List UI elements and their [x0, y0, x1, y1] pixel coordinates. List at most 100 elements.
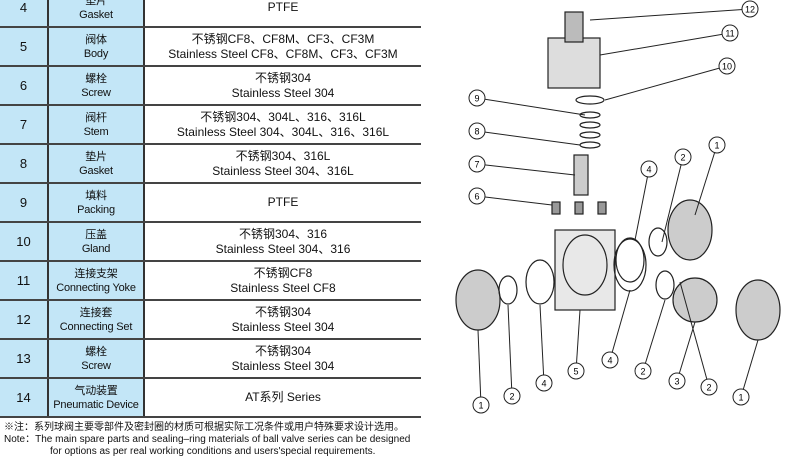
callout-1: 1: [694, 136, 726, 216]
ball-shape: [672, 277, 718, 323]
part-number: 14: [0, 378, 49, 418]
part-name-en: Connecting Set: [59, 320, 133, 333]
part-name-en: Gasket: [79, 164, 113, 177]
end-cap-left: [455, 269, 501, 331]
material-line1: 不锈钢304: [254, 304, 312, 319]
callout-label: 3: [674, 377, 679, 387]
part-name-zh: 气动装置: [74, 384, 118, 397]
callout-2: 2: [634, 299, 666, 380]
part-name-zh: 垫片: [85, 150, 107, 163]
part-number: 4: [0, 0, 49, 28]
part-number: 11: [0, 261, 49, 301]
callout-label: 7: [474, 160, 479, 170]
part-name-zh: 螺栓: [85, 72, 107, 85]
gland-shape: [575, 95, 605, 105]
coupling-shape: [564, 11, 584, 43]
callout-label: 4: [607, 356, 612, 366]
callout-label: 5: [573, 367, 578, 377]
end-cap-right: [735, 279, 781, 341]
part-number: 10: [0, 222, 49, 262]
part-number: 9: [0, 183, 49, 223]
part-name-en: Screw: [81, 359, 111, 372]
callout-label: 8: [474, 127, 479, 137]
callout-5: 5: [567, 309, 585, 380]
callout-9: 9: [468, 89, 586, 116]
part-name-zh: 压盖: [85, 228, 107, 241]
part-name-zh: 垫片: [85, 0, 107, 7]
callout-label: 11: [725, 29, 734, 39]
part-number: 12: [0, 300, 49, 340]
callout-2: 2: [661, 148, 692, 243]
body-shape: [554, 229, 616, 311]
part-name-en: Stem: [83, 125, 109, 138]
part-name-zh: 阀杆: [85, 111, 107, 124]
callout-2: 2: [503, 304, 521, 405]
part-name-zh: 填料: [85, 189, 107, 202]
callout-label: 1: [714, 141, 719, 151]
callout-label: 2: [640, 367, 645, 377]
callout-label: 1: [738, 393, 743, 403]
note-en-line2: for options as per real working conditio…: [50, 446, 376, 457]
material-line1: PTFE: [267, 0, 299, 14]
material-line1: PTFE: [267, 195, 299, 209]
part-number: 13: [0, 339, 49, 379]
callout-label: 2: [680, 153, 685, 163]
material: AT系列 Series: [144, 378, 421, 418]
callout-label: 4: [541, 379, 546, 389]
part-name-zh: 连接支架: [74, 267, 118, 280]
material-line1: 不锈钢304: [254, 70, 312, 85]
callout-label: 2: [509, 392, 514, 402]
callout-11: 11: [599, 24, 739, 56]
stem-shape: [573, 154, 589, 196]
part-name-en: Packing: [77, 203, 115, 216]
callout-label: 4: [646, 165, 651, 175]
material-line2: Stainless Steel 304、316L: [212, 163, 354, 178]
callout-label: 1: [478, 401, 483, 411]
material-line1: 不锈钢304、304L、316、316L: [200, 109, 366, 124]
material: PTFE: [144, 183, 421, 223]
part-number: 7: [0, 105, 49, 145]
callout-4: 4: [601, 289, 631, 369]
callout-8: 8: [468, 122, 581, 146]
part-name-en: Gland: [81, 242, 111, 255]
part-number: 5: [0, 27, 49, 67]
material-line2: Stainless Steel 304: [231, 358, 335, 373]
callout-3: 3: [668, 321, 696, 390]
part-name-en: Pneumatic Device: [53, 398, 139, 411]
callout-4: 4: [535, 304, 553, 392]
part-name-en: Screw: [81, 86, 111, 99]
part-name-en: Gasket: [79, 8, 113, 21]
part-number: 6: [0, 66, 49, 106]
callout-12: 12: [589, 0, 759, 21]
material-line2: Stainless Steel 304、316: [215, 241, 351, 256]
material-line2: Stainless Steel CF8: [230, 280, 336, 295]
note-en-line1: Note：The main spare parts and sealing–ri…: [4, 434, 411, 445]
material-line2: Stainless Steel CF8、CF8M、CF3、CF3M: [168, 46, 398, 61]
callout-label: 10: [722, 62, 732, 72]
